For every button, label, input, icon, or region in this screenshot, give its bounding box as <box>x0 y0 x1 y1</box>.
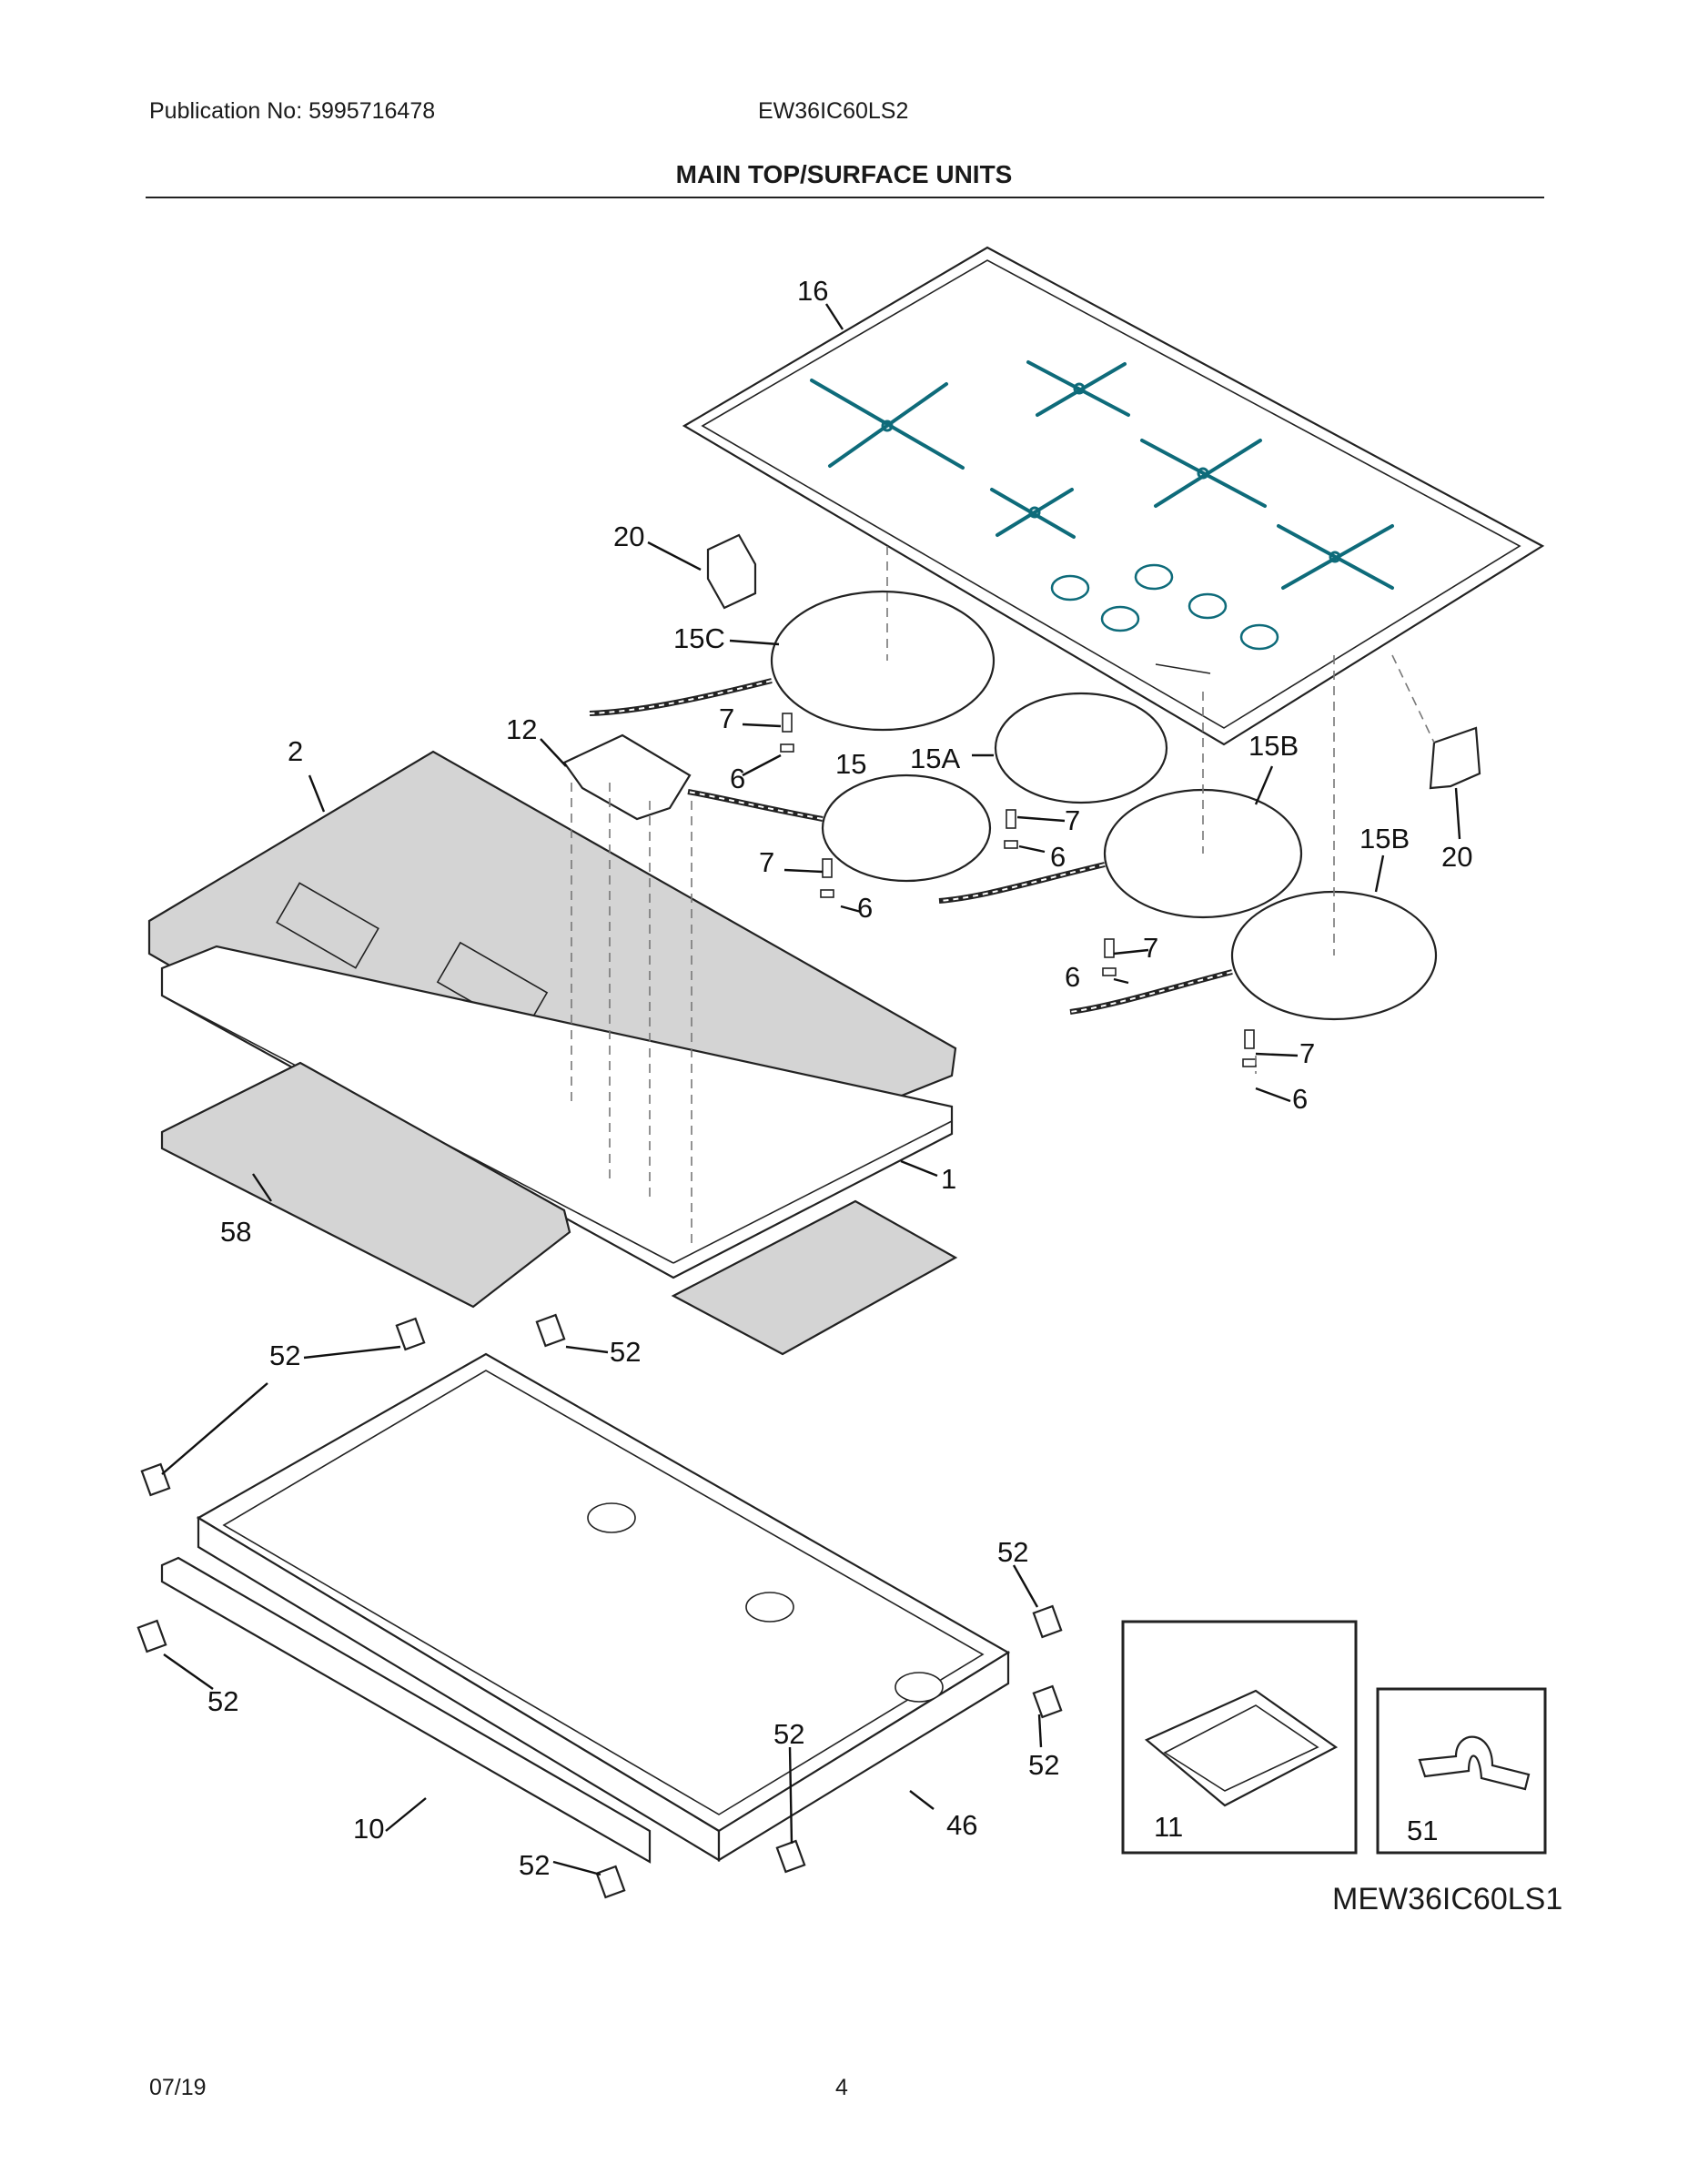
label-7-e: 7 <box>1299 1037 1315 1069</box>
label-20-right: 20 <box>1441 841 1472 873</box>
label-46: 46 <box>946 1809 977 1841</box>
label-15b-upper: 15B <box>1248 730 1299 762</box>
bracket-12 <box>562 733 692 821</box>
springs-and-screws <box>780 713 1257 1067</box>
label-2: 2 <box>288 735 303 767</box>
induction-coil-15b-lower <box>1069 890 1438 1021</box>
induction-coil-15b-upper <box>938 788 1303 919</box>
glass-cooktop <box>682 246 1545 746</box>
label-7-d: 7 <box>1143 932 1158 964</box>
clips-52 <box>136 1313 1063 1899</box>
label-52-a: 52 <box>269 1340 300 1371</box>
label-52-d: 52 <box>207 1685 238 1717</box>
label-51: 51 <box>1407 1815 1438 1846</box>
bracket-20-left <box>706 533 757 610</box>
leader-lines <box>161 303 1461 1876</box>
label-6-c: 6 <box>857 892 873 924</box>
diagram-code: MEW36IC60LS1 <box>1332 1882 1563 1916</box>
footer-date: 07/19 <box>149 2075 207 2100</box>
label-7-a: 7 <box>719 703 734 734</box>
page-title: MAIN TOP/SURFACE UNITS <box>675 160 1013 188</box>
insulation-58 <box>160 1061 958 1356</box>
label-52-g: 52 <box>519 1849 550 1881</box>
label-15c: 15C <box>673 622 725 654</box>
label-20-left: 20 <box>613 521 644 552</box>
label-15: 15 <box>835 748 866 780</box>
page-number: 4 <box>835 2075 848 2100</box>
label-52-e: 52 <box>773 1718 804 1750</box>
label-6-d: 6 <box>1065 961 1080 993</box>
model-number: EW36IC60LS2 <box>758 98 909 124</box>
label-6-b: 6 <box>1050 841 1066 873</box>
label-15a: 15A <box>910 743 960 774</box>
induction-coil-15 <box>687 774 992 883</box>
alignment-lines <box>571 546 1435 1247</box>
label-16: 16 <box>797 275 828 307</box>
label-15b-lower: 15B <box>1359 823 1410 854</box>
label-58: 58 <box>220 1216 251 1248</box>
label-7-c: 7 <box>759 846 774 878</box>
label-6-a: 6 <box>730 763 745 794</box>
inset-clamp-51 <box>1376 1687 1547 1855</box>
label-1: 1 <box>941 1163 956 1195</box>
bracket-20-right <box>1429 726 1481 790</box>
inset-bracket-11 <box>1121 1620 1358 1855</box>
label-11: 11 <box>1154 1811 1183 1843</box>
label-52-f: 52 <box>1028 1749 1059 1781</box>
label-12: 12 <box>506 713 537 745</box>
publication-number: Publication No: 5995716478 <box>149 98 436 124</box>
induction-coil-15a <box>994 692 1168 804</box>
housing-46 <box>196 1352 1011 1862</box>
label-7-b: 7 <box>1065 804 1080 836</box>
frame-1 <box>160 945 954 1279</box>
label-52-b: 52 <box>610 1336 641 1368</box>
label-52-c: 52 <box>997 1536 1028 1568</box>
induction-coil-15c <box>589 590 996 732</box>
label-6-e: 6 <box>1292 1083 1308 1115</box>
label-10: 10 <box>353 1813 384 1845</box>
header-rule <box>146 197 1544 198</box>
trim-strip-10 <box>160 1556 652 1864</box>
